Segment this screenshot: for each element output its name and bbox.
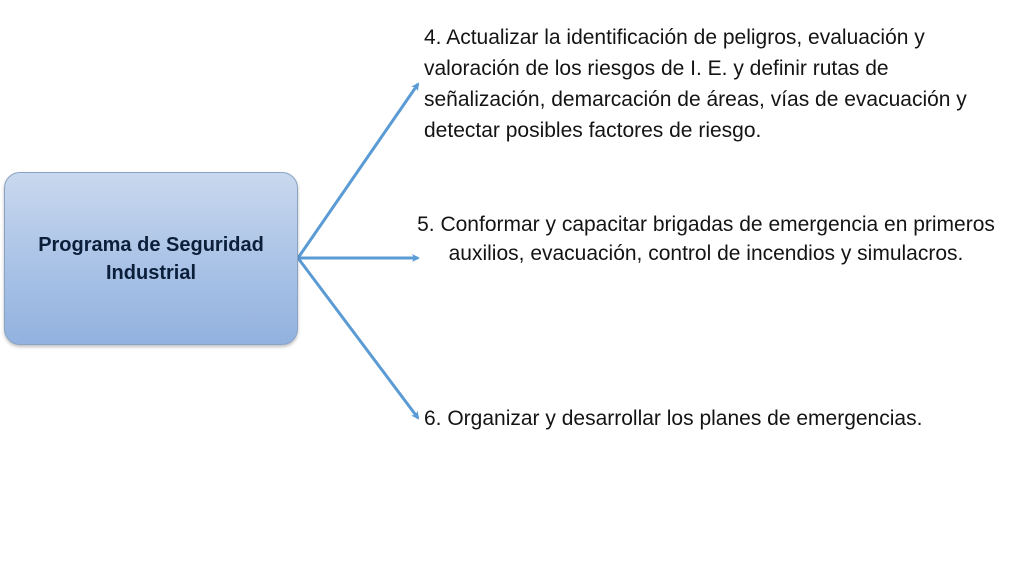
arrow-to-branch-4: [296, 82, 420, 259]
central-node-label: Programa de Seguridad Industrial: [38, 233, 264, 284]
branch-item-5: 5. Conformar y capacitar brigadas de eme…: [417, 213, 995, 265]
central-node-box: Programa de Seguridad Industrial: [4, 172, 298, 345]
arrow-to-branch-6: [296, 257, 420, 420]
branch-item-4: 4. Actualizar la identificación de pelig…: [424, 26, 967, 142]
branch-item-6: 6. Organizar y desarrollar los planes de…: [424, 407, 923, 430]
